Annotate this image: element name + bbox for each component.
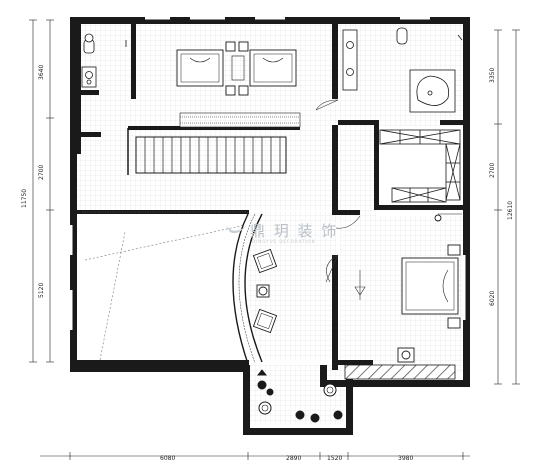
armchair-icon [252, 308, 278, 334]
windows [69, 16, 466, 330]
dim-left-3: 5120 [38, 283, 45, 298]
bedroom-1-furniture [176, 41, 297, 96]
balcony-plants [256, 369, 343, 423]
dim-right-total: 12610 [507, 201, 514, 220]
nightstand-icon [225, 41, 236, 52]
dim-left-2: 2700 [38, 165, 45, 180]
staircase [127, 112, 301, 175]
plant-icon [295, 410, 305, 420]
bathroom-left [81, 33, 127, 88]
toilet-icon [396, 27, 408, 45]
armchair-icon [252, 248, 278, 274]
stool-icon [258, 401, 272, 415]
dim-right-2: 2700 [489, 163, 496, 178]
right-dimensions [494, 29, 520, 385]
gallery-furniture [252, 248, 278, 334]
toilet-bowl-icon [84, 33, 94, 43]
dim-left-1: 3640 [38, 65, 45, 80]
watermark: 鼎 玥 装 饰 DINGYUE DECORATION [222, 220, 338, 244]
dim-bottom-3: 1520 [327, 455, 342, 460]
stool-icon [323, 383, 337, 397]
bathtub-icon [409, 69, 456, 113]
master-bedroom-furniture [344, 213, 462, 380]
watermark-subtext: DINGYUE DECORATION [252, 239, 316, 244]
watermark-text: 鼎 玥 装 饰 [250, 222, 338, 240]
dim-bottom-2: 2890 [286, 455, 301, 460]
nightstand-icon [447, 244, 461, 256]
tv-cabinet [344, 364, 456, 380]
plant-icon [257, 380, 267, 390]
bathroom-right [342, 27, 463, 113]
exterior-walls [70, 17, 470, 435]
dim-left-total: 11750 [21, 189, 28, 208]
chair-icon [397, 347, 415, 363]
left-dimensions [29, 19, 54, 363]
curved-gallery-wall [232, 213, 263, 365]
vanity-icon [342, 29, 358, 91]
nightstand-icon [447, 317, 461, 329]
walk-in-closet [379, 129, 461, 203]
double-height-void [79, 214, 247, 364]
bed-icon [176, 49, 224, 87]
dim-bottom-1: 6080 [160, 455, 175, 460]
doors [315, 99, 366, 300]
interior-walls [77, 24, 466, 370]
bottom-dimensions [40, 452, 470, 460]
dim-bottom-4: 3980 [398, 455, 413, 460]
bed-icon [401, 257, 459, 315]
dim-right-1: 3350 [489, 68, 496, 83]
dim-right-3: 6020 [489, 291, 496, 306]
bed-icon [249, 49, 297, 87]
